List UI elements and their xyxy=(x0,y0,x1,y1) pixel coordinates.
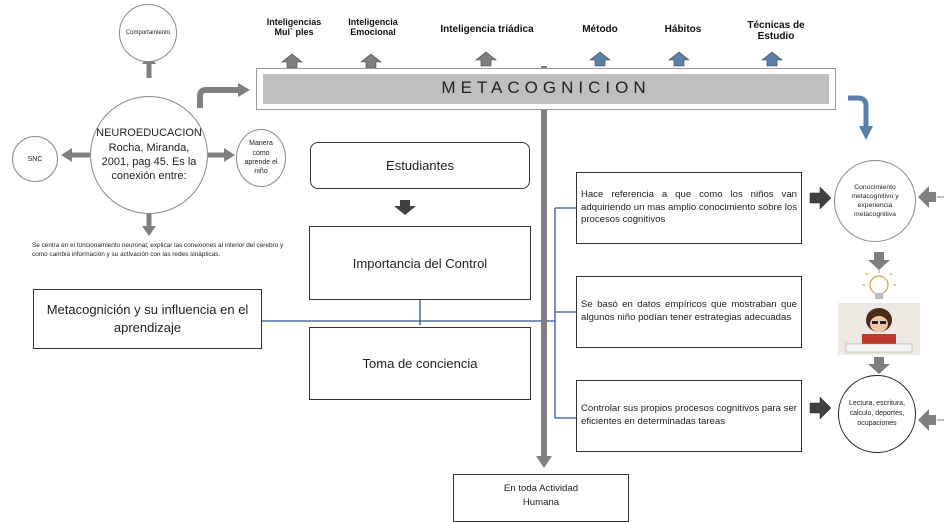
metacognicion-title: METACOGNICION xyxy=(441,78,651,97)
top-label-inteligencia-triadica: Inteligencia triádica xyxy=(440,24,534,35)
arrow-down-bulb xyxy=(868,252,890,270)
blue-bent-arrow xyxy=(848,95,869,128)
right-box-empiricos: Se basó en datos empíricos que mostraban… xyxy=(576,276,802,348)
right-box-controlar: Controlar sus propios procesos cognitivo… xyxy=(576,380,802,452)
right-box-controlar-text: Controlar sus propios procesos cognitivo… xyxy=(581,403,797,427)
right-box-conocimiento-text: Hace referencia a que como los niños van… xyxy=(581,188,797,226)
snc-circle: SNC xyxy=(12,136,58,182)
toma-conciencia-text: Toma de conciencia xyxy=(362,356,478,371)
neuroeducacion-text: NEUROEDUCACION Rocha, Miranda, 2001, pag… xyxy=(96,127,202,183)
light-bulb-icon xyxy=(862,270,896,299)
neuroeducacion-circle: NEUROEDUCACION Rocha, Miranda, 2001, pag… xyxy=(90,96,208,214)
toda-actividad-text: En toda Actividad Humana xyxy=(503,483,579,509)
metacognicion-influencia-box: Metacognición y su influencia en el apre… xyxy=(33,289,262,349)
estudiantes-box: Estudiantes xyxy=(310,142,530,189)
top-label-habitos: Hábitos xyxy=(664,24,702,35)
manera-circle: Manera como aprende el niño xyxy=(236,129,286,187)
top-up-arrows xyxy=(281,51,783,69)
arrow-down-actividades xyxy=(868,357,890,374)
arrow-to-banner xyxy=(197,87,240,108)
top-label-metodo: Método xyxy=(582,24,618,35)
estudiantes-text: Estudiantes xyxy=(386,158,454,173)
snc-label: SNC xyxy=(27,155,43,163)
arrow-to-actividades xyxy=(809,396,832,420)
arrow-left-right-edge-1 xyxy=(918,186,936,208)
metacognicion-influencia-text: Metacognición y su influencia en el apre… xyxy=(46,302,249,335)
importancia-control-box: Importancia del Control xyxy=(309,226,531,300)
comportamiento-circle: Comportamiento xyxy=(119,4,177,62)
toma-conciencia-box: Toma de conciencia xyxy=(309,327,531,400)
metacognicion-banner xyxy=(256,68,836,110)
manera-label: Manera como aprende el niño xyxy=(244,140,278,176)
conocimiento-label: Conocimiento metacognitivo y experiencia… xyxy=(851,183,899,219)
right-box-empiricos-text: Se basó en datos empíricos que mostraban… xyxy=(581,299,797,323)
arrow-to-conocimiento xyxy=(809,186,832,210)
right-box-conocimiento: Hace referencia a que como los niños van… xyxy=(576,172,802,244)
importancia-control-text: Importancia del Control xyxy=(352,255,488,271)
arrow-left-right-edge-2 xyxy=(918,409,936,431)
comportamiento-label: Comportamiento xyxy=(125,30,171,36)
conocimiento-circle: Conocimiento metacognitivo y experiencia… xyxy=(834,160,916,242)
actividades-circle: Lectura, escritura, calculo, deportes, o… xyxy=(838,375,916,453)
arrow-down-estudiantes xyxy=(394,200,416,215)
actividades-label: Lectura, escritura, calculo, deportes, o… xyxy=(848,400,906,427)
child-studying-image xyxy=(838,303,920,355)
funcionamiento-text: Se centra en el funcionamiento neuronal,… xyxy=(32,242,284,259)
